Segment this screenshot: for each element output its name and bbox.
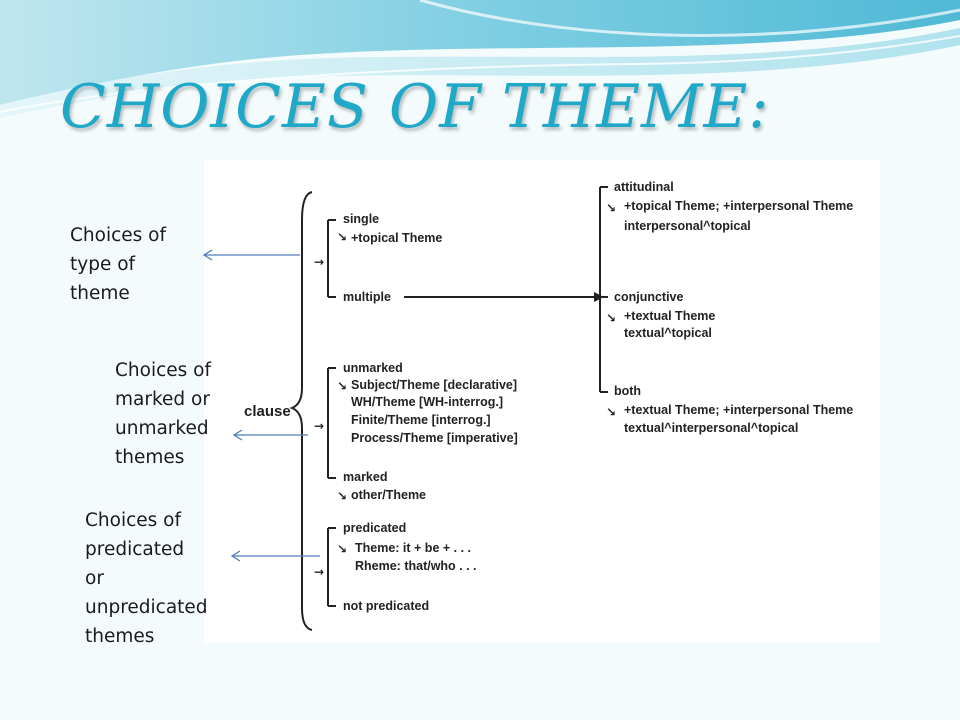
realization-both-2: textual^interpersonal^topical (624, 421, 798, 435)
option-not-predicated: not predicated (343, 599, 429, 613)
root-clause: clause (244, 403, 291, 420)
realization-attitudinal-2: interpersonal^topical (624, 219, 751, 233)
system-network-diagram: clause → → → single ↘ +topical Theme mul… (204, 160, 880, 642)
annotation-line: Choices of (115, 356, 211, 385)
realization-arrow-icon: ↘ (337, 542, 347, 556)
realization-unmarked-1: Subject/Theme [declarative] (351, 378, 517, 392)
annotation-line: themes (85, 622, 208, 651)
annotation-line: Choices of (85, 506, 208, 535)
option-attitudinal: attitudinal (614, 180, 674, 194)
annotation-line: predicated (85, 535, 208, 564)
annotation-type-of-theme: Choices of type of theme (70, 221, 166, 308)
entry-arrow-icon: → (314, 419, 324, 433)
realization-predicated-1: Theme: it + be + . . . (355, 541, 471, 555)
realization-arrow-icon: ↘ (337, 489, 347, 503)
option-conjunctive: conjunctive (614, 290, 684, 304)
realization-unmarked-3: Finite/Theme [interrog.] (351, 413, 491, 427)
realization-both-1: +textual Theme; +interpersonal Theme (624, 403, 853, 417)
realization-unmarked-2: WH/Theme [WH-interrog.] (351, 395, 503, 409)
realization-unmarked-4: Process/Theme [imperative] (351, 431, 518, 445)
annotation-line: or (85, 564, 208, 593)
realization-conjunctive-2: textual^topical (624, 326, 712, 340)
realization-arrow-icon: ↘ (606, 311, 616, 325)
realization-conjunctive-1: +textual Theme (624, 309, 715, 323)
option-both: both (614, 384, 641, 398)
realization-arrow-icon: ↘ (606, 405, 616, 419)
realization-topical: +topical Theme (351, 231, 442, 245)
option-single: single (343, 212, 379, 226)
annotation-line: Choices of (70, 221, 166, 250)
realization-predicated-2: Rheme: that/who . . . (355, 559, 477, 573)
realization-arrow-icon: ↘ (337, 379, 347, 393)
annotation-line: themes (115, 443, 211, 472)
annotation-predicated: Choices of predicated or unpredicated th… (85, 506, 208, 651)
slide-title: CHOICES OF THEME: (60, 72, 770, 142)
option-marked: marked (343, 470, 387, 484)
annotation-line: theme (70, 279, 166, 308)
option-predicated: predicated (343, 521, 406, 535)
entry-arrow-icon: → (314, 565, 324, 579)
annotation-line: unmarked (115, 414, 211, 443)
realization-attitudinal-1: +topical Theme; +interpersonal Theme (624, 199, 853, 213)
option-multiple: multiple (343, 290, 391, 304)
realization-arrow-icon: ↘ (606, 201, 616, 215)
entry-arrow-icon: → (314, 255, 324, 269)
realization-arrow-icon: ↘ (337, 230, 347, 244)
annotation-line: unpredicated (85, 593, 208, 622)
realization-marked: other/Theme (351, 488, 426, 502)
annotation-marked-unmarked: Choices of marked or unmarked themes (115, 356, 211, 472)
annotation-line: type of (70, 250, 166, 279)
option-unmarked: unmarked (343, 361, 403, 375)
annotation-line: marked or (115, 385, 211, 414)
